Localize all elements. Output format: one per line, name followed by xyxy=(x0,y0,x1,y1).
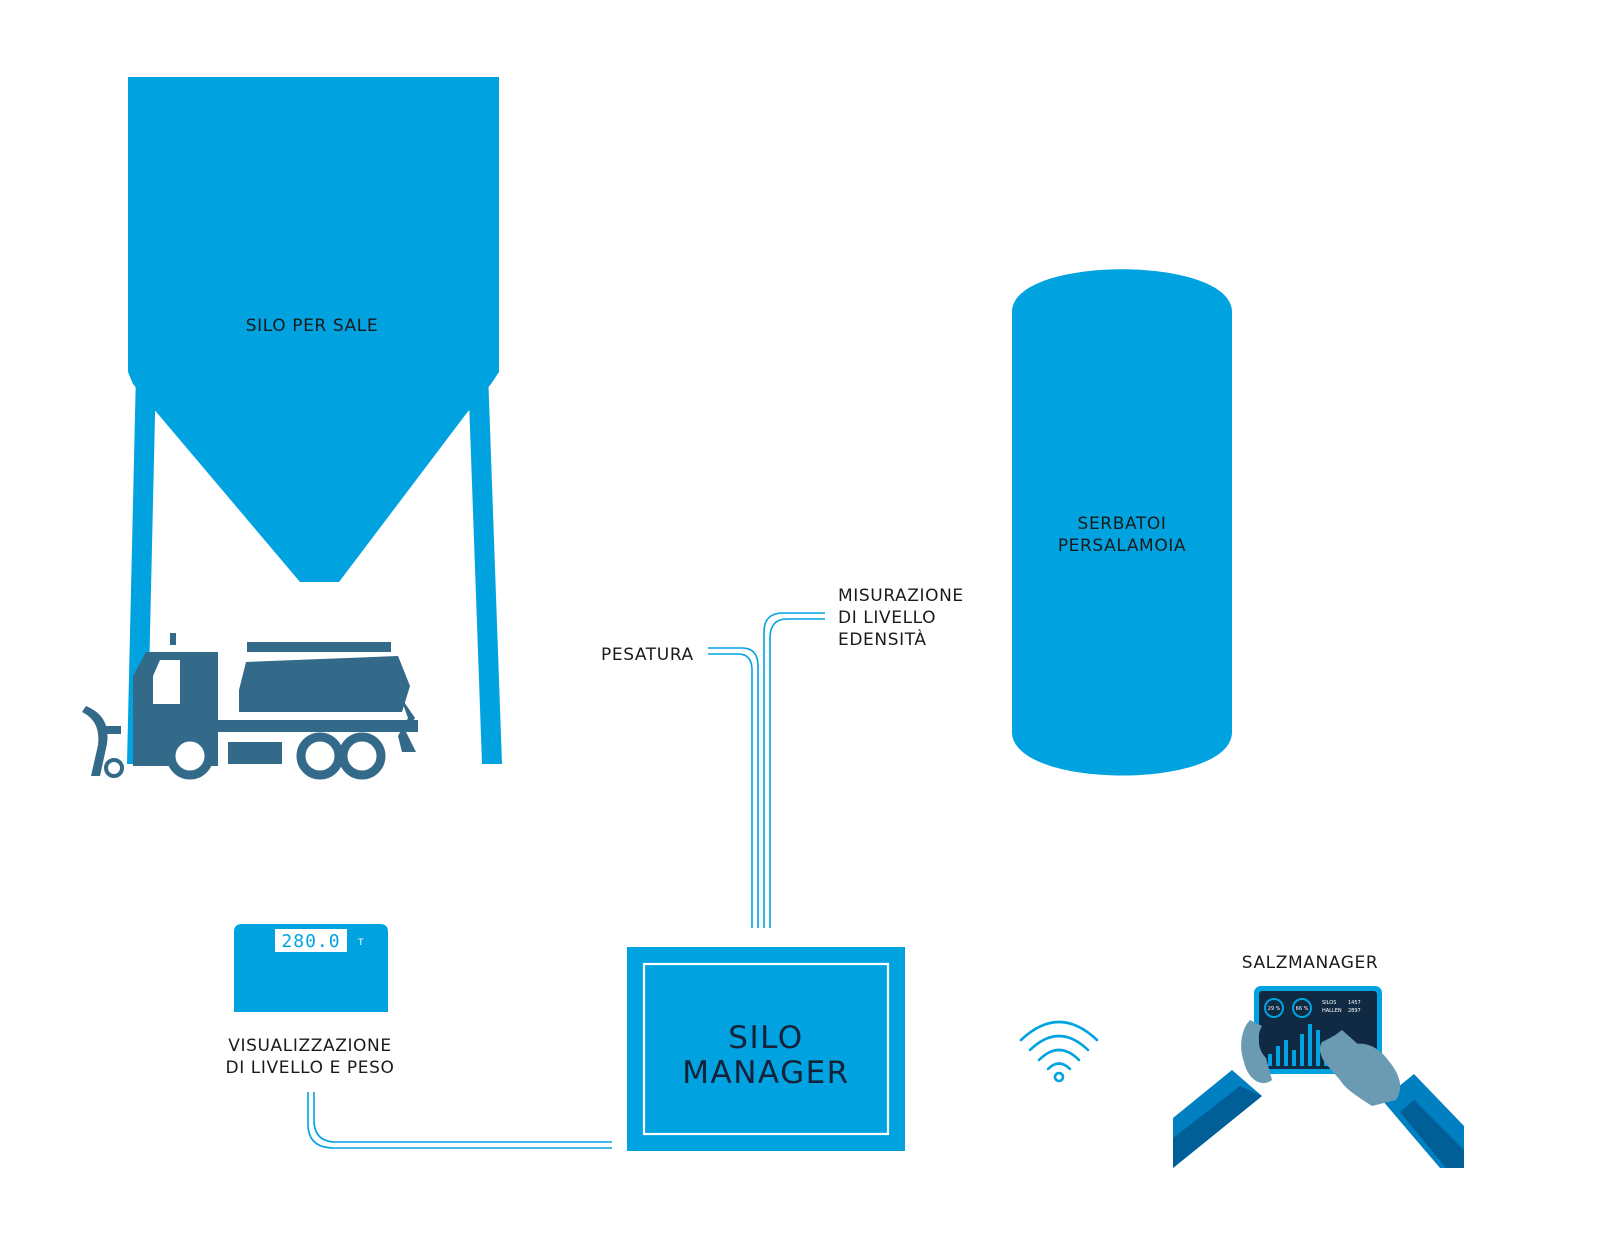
hub-1 xyxy=(183,749,197,763)
manager-inner-frame xyxy=(642,962,890,1136)
level-label-line3: EDENSITÀ xyxy=(838,628,927,650)
silo-body xyxy=(128,77,499,582)
level-label-line1: MISURAZIONE xyxy=(838,586,964,606)
cable-display-inner xyxy=(313,1092,612,1143)
tablet-col1-line1: SILOS xyxy=(1322,1000,1336,1006)
level-label-line2: DI LIVELLO xyxy=(838,608,936,628)
tablet-app-label: SALZMANAGER xyxy=(1242,953,1379,973)
plow-blade xyxy=(82,706,108,776)
plow-wheel xyxy=(104,758,124,778)
gauge-2-value: 66 % xyxy=(1296,1006,1309,1012)
tank-label-line2: PERSALAMOIA xyxy=(1058,536,1186,556)
wifi-arc-1 xyxy=(1046,1062,1072,1071)
cable-weighing-outer xyxy=(708,647,759,928)
left-arm-shade xyxy=(1173,1086,1262,1168)
wifi-arc-2 xyxy=(1037,1048,1081,1062)
cable-display-outer xyxy=(307,1092,612,1149)
truck-chassis xyxy=(218,720,418,732)
manager-outer xyxy=(627,947,905,1151)
right-hand xyxy=(1319,1036,1401,1106)
hub-3 xyxy=(355,749,369,763)
manager-title-line1: SILO xyxy=(728,1020,803,1056)
salt-silo-icon xyxy=(127,77,502,764)
snowplow-truck-icon xyxy=(82,633,418,780)
wifi-arc-3 xyxy=(1028,1034,1090,1052)
cable-level-outer xyxy=(763,612,825,928)
cable-level-inner xyxy=(769,618,825,928)
gauge-2 xyxy=(1292,998,1312,1018)
manager-title-line2: MANAGER xyxy=(682,1055,849,1091)
silo-manager-box xyxy=(627,947,905,1151)
gauge-1-value: 29 % xyxy=(1268,1006,1281,1012)
spreader-tank xyxy=(239,656,410,712)
left-hand xyxy=(1241,1020,1272,1084)
side-box xyxy=(228,742,282,764)
tablet-col2-line1: 1457 xyxy=(1348,1000,1361,1006)
display-unit: T xyxy=(357,938,364,948)
wifi-arc-outer xyxy=(1019,1020,1099,1042)
pointing-finger xyxy=(1334,1030,1360,1050)
silo-right-leg xyxy=(468,372,502,764)
plow-arm xyxy=(105,726,121,734)
tank-top-bar xyxy=(247,642,391,652)
display-screen xyxy=(275,929,347,952)
wifi-dot xyxy=(1053,1071,1065,1083)
display-label-line2: DI LIVELLO E PESO xyxy=(226,1058,395,1078)
wifi-icon xyxy=(1019,1020,1099,1083)
tablet-col2-line2: 2897 xyxy=(1348,1008,1361,1014)
display-body xyxy=(234,924,388,1012)
brine-tank-icon xyxy=(1012,269,1232,776)
beacon-light xyxy=(170,633,176,645)
rear-spreader xyxy=(398,696,416,752)
tablet-col1-line2: HALLEN xyxy=(1322,1008,1342,1014)
display-reading: 280.0 xyxy=(281,931,340,952)
hub-2 xyxy=(313,749,327,763)
weighing-label: PESATURA xyxy=(601,645,694,665)
tablet-hands-icon xyxy=(1173,986,1464,1168)
cable-weighing-inner xyxy=(708,653,753,928)
sensor-cables xyxy=(307,612,825,1149)
tank-body xyxy=(1012,269,1232,776)
display-label-line1: VISUALIZZAZIONE xyxy=(228,1036,391,1056)
gauge-1 xyxy=(1264,998,1284,1018)
weight-display-icon xyxy=(234,924,388,1012)
right-arm-shade xyxy=(1400,1100,1464,1168)
tank-label-line1: SERBATOI xyxy=(1078,514,1167,534)
silo-label: SILO PER SALE xyxy=(246,316,378,336)
cab-window xyxy=(153,660,180,704)
